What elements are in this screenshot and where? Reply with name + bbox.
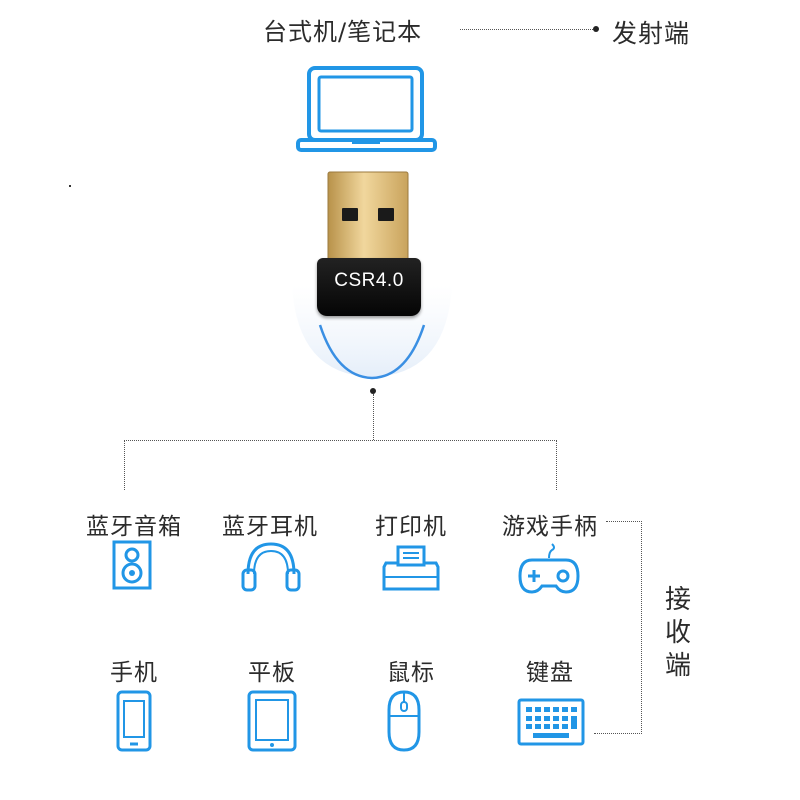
speaker-icon — [112, 540, 152, 590]
tree-left-drop-line — [124, 440, 125, 490]
device-label-keyboard: 键盘 — [526, 660, 574, 686]
device-label-speaker: 蓝牙音箱 — [86, 514, 182, 540]
tree-right-drop-line — [556, 440, 557, 490]
tree-root-dot — [370, 388, 376, 394]
receiver-bracket-side — [641, 521, 642, 734]
adapter-model-label: CSR4.0 — [334, 270, 404, 291]
tree-trunk-line — [373, 394, 374, 440]
device-label-mouse: 鼠标 — [387, 660, 435, 686]
device-label-gamepad: 游戏手柄 — [502, 514, 598, 540]
stray-dot — [69, 185, 71, 187]
sender-connector-dot — [593, 26, 599, 32]
receiver-bracket-top — [606, 521, 642, 522]
sender-connector-line — [460, 29, 595, 30]
phone-icon — [116, 690, 152, 752]
printer-icon — [382, 545, 440, 591]
receiver-bracket-bottom — [594, 733, 642, 734]
tree-branch-line — [124, 440, 557, 441]
receiver-role-label: 接收端 — [664, 585, 691, 681]
adapter-body: CSR4.0 — [317, 258, 421, 316]
device-label-printer: 打印机 — [375, 514, 447, 540]
mouse-icon — [387, 690, 421, 752]
tablet-icon — [247, 690, 297, 752]
device-label-headphones: 蓝牙耳机 — [222, 514, 318, 540]
usb-connector — [327, 171, 409, 263]
sender-role-label: 发射端 — [612, 19, 691, 48]
device-label-tablet: 平板 — [248, 660, 296, 686]
laptop-icon — [296, 66, 437, 152]
sender-device-label: 台式机/笔记本 — [263, 18, 423, 46]
headphones-icon — [241, 542, 301, 592]
device-label-phone: 手机 — [110, 660, 158, 686]
gamepad-icon — [518, 543, 580, 594]
keyboard-icon — [517, 698, 585, 746]
